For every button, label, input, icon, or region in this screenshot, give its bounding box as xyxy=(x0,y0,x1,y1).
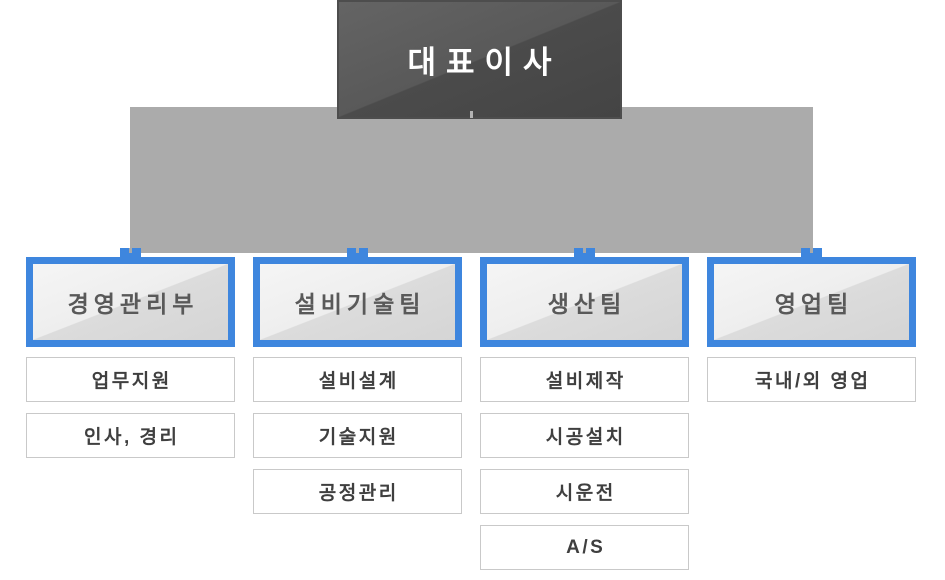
connector-tab xyxy=(801,248,822,259)
item-box: 설비제작 xyxy=(480,357,689,402)
connector-trunk xyxy=(130,107,813,253)
item-box: 국내/외 영업 xyxy=(707,357,916,402)
connector-tab xyxy=(574,248,595,259)
dept-label: 설비기술팀 xyxy=(294,291,426,317)
dept-label: 영업팀 xyxy=(774,291,854,317)
connector-notch xyxy=(129,248,132,253)
dept-label: 생산팀 xyxy=(547,291,627,317)
item-box: 공정관리 xyxy=(253,469,462,514)
connector-notch xyxy=(356,248,359,253)
connector-tab xyxy=(120,248,141,259)
dept-box-production: 생산팀 xyxy=(480,257,689,347)
item-box: 시운전 xyxy=(480,469,689,514)
dept-box-sales: 영업팀 xyxy=(707,257,916,347)
item-box: 설비설계 xyxy=(253,357,462,402)
item-box: 업무지원 xyxy=(26,357,235,402)
connector-notch xyxy=(583,248,586,253)
item-box: A/S xyxy=(480,525,689,570)
item-box: 시공설치 xyxy=(480,413,689,458)
connector-tab xyxy=(347,248,368,259)
ceo-label: 대표이사 xyxy=(407,45,562,80)
connector-notch xyxy=(810,248,813,253)
dept-box-equipment-tech: 설비기술팀 xyxy=(253,257,462,347)
dept-label: 경영관리부 xyxy=(67,291,199,317)
dept-box-management: 경영관리부 xyxy=(26,257,235,347)
ceo-box: 대표이사 xyxy=(337,0,622,119)
item-box: 인사, 경리 xyxy=(26,413,235,458)
connector-notch xyxy=(470,111,473,118)
item-box: 기술지원 xyxy=(253,413,462,458)
